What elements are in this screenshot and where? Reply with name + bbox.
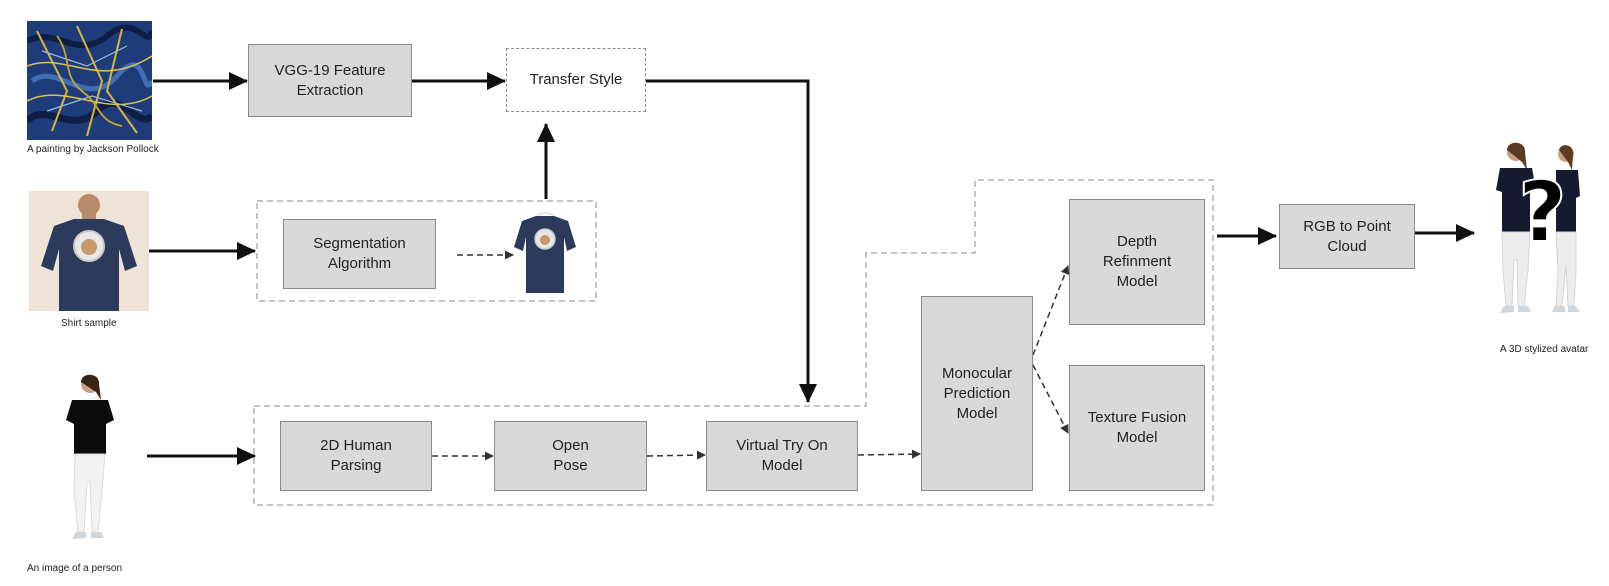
arrow-monocular-to-texture [1032,364,1069,434]
depth-refinment-model-node: Depth Refinment Model [1069,199,1205,325]
open-pose-node: Open Pose [494,421,647,491]
shirt-caption: Shirt sample [61,318,117,329]
arrow-openpose-to-tryon [646,450,706,460]
pipeline-group-frame [253,179,1214,506]
arrow-tryon-to-monocular [857,449,921,459]
painting-caption: A painting by Jackson Pollock [27,144,159,155]
texture-fusion-model-node: Texture Fusion Model [1069,365,1205,491]
person-caption: An image of a person [27,563,123,574]
arrow-transfer-to-tryon [646,79,817,403]
2d-human-parsing-node: 2D Human Parsing [280,421,432,491]
avatar-caption: A 3D stylized avatar [1500,344,1589,355]
arrow-monocular-to-depth [1032,265,1070,356]
segmentation-algorithm-node: Segmentation Algorithm [283,219,436,289]
vgg19-feature-extraction-node: VGG-19 Feature Extraction [248,44,412,117]
monocular-prediction-model-node: Monocular Prediction Model [921,296,1033,491]
person-image [54,372,124,544]
jackson-pollock-painting-image [24,21,155,140]
segmented-tshirt-image [514,211,577,297]
shirt-sample-image [29,191,149,311]
3d-stylized-avatar-image: ? [1486,140,1592,320]
transfer-style-node: Transfer Style [506,48,646,112]
virtual-try-on-model-node: Virtual Try On Model [706,421,858,491]
question-mark-glyph: ? [1517,163,1568,261]
rgb-to-point-cloud-node: RGB to Point Cloud [1279,204,1415,269]
